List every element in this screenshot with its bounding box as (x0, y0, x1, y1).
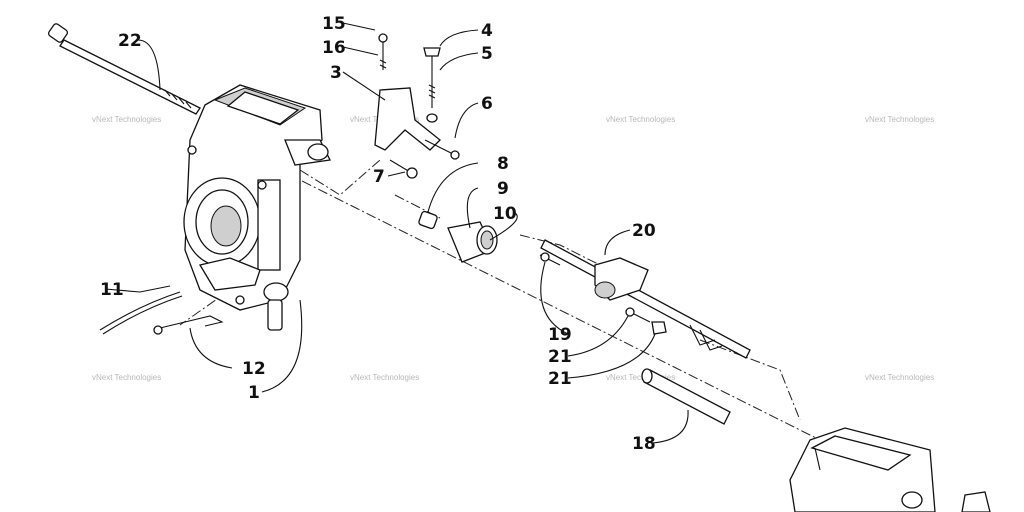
callout-7: 7 (373, 167, 385, 187)
callout-4: 4 (481, 21, 493, 41)
callout-22: 22 (118, 31, 142, 51)
callout-20: 21 (548, 347, 572, 367)
throttle-bracket-part (374, 33, 460, 179)
carburetor-body-left (183, 84, 331, 331)
watermark: vNext Technologies (92, 115, 161, 124)
callout-19: 20 (632, 221, 656, 241)
watermark: vNext Technologies (606, 373, 675, 382)
tube-part (641, 368, 731, 425)
callout-9: 9 (497, 179, 509, 199)
callout-11: 11 (100, 280, 124, 300)
callout-3: 3 (330, 63, 342, 83)
callout-1: 1 (248, 383, 260, 403)
watermark: vNext Technologies (865, 115, 934, 124)
callout-17: 18 (632, 434, 656, 454)
watermark: vNext Technologies (865, 373, 934, 382)
watermark: vNext Technologies (606, 115, 675, 124)
carburetor-body-right (789, 427, 991, 512)
small-fastener-parts (625, 307, 723, 351)
long-bolt-part (47, 23, 201, 115)
watermark: vNext Technologies (350, 373, 419, 382)
callout-15: 15 (322, 14, 346, 34)
callout-18: 19 (548, 325, 572, 345)
leader-lines (104, 22, 689, 444)
watermark: vNext Technologies (92, 373, 161, 382)
callout-5: 5 (481, 44, 493, 64)
callout-labels: 22 15 16 3 4 5 6 7 8 9 10 11 12 1 20 19 … (100, 14, 656, 454)
cable-and-clip-parts (99, 291, 224, 335)
sleeve-parts (418, 210, 498, 263)
callout-8: 8 (497, 154, 509, 174)
callout-16: 16 (322, 38, 346, 58)
throttle-lever-part (539, 239, 751, 359)
callout-12: 12 (242, 359, 266, 379)
callout-6: 6 (481, 94, 493, 114)
callout-10: 10 (493, 204, 517, 224)
callout-21: 21 (548, 369, 572, 389)
